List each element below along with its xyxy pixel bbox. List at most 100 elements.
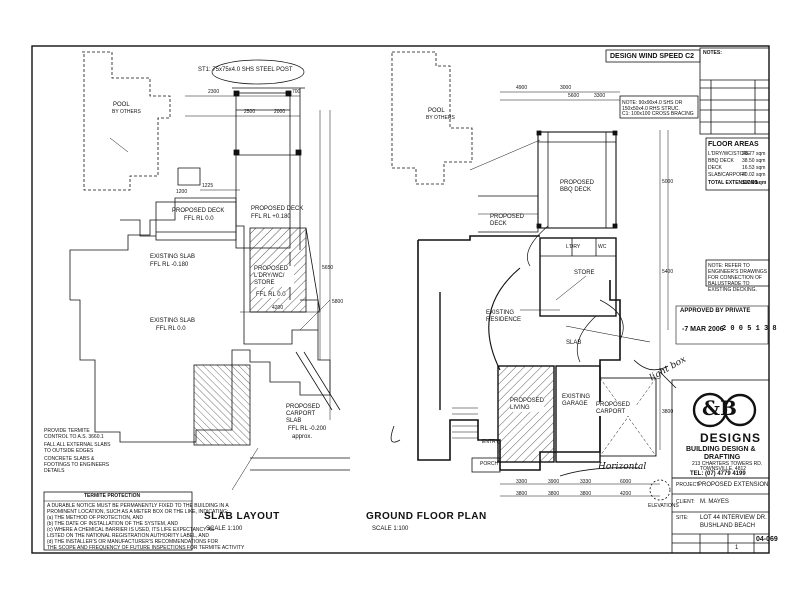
termite-note-1: PROVIDE TERMITE CONTROL TO A.S. 3660.1 xyxy=(44,428,104,440)
floor-area-label: L'DRY/WC/STORE xyxy=(708,151,751,157)
floor-area-label: TOTAL EXTENSIONS xyxy=(708,180,758,186)
dim-label: 2500 xyxy=(244,109,256,115)
dim-label: 3300 xyxy=(594,93,606,99)
termite-line: (b) THE DATE OF INSTALLATION OF THE SYST… xyxy=(47,521,178,527)
project-label: PROJECT: xyxy=(676,482,701,488)
gf-scale: SCALE 1:100 xyxy=(372,526,409,532)
dim-label: 3800 xyxy=(580,491,592,497)
project-value: PROPOSED EXTENSION xyxy=(698,482,769,488)
dim-label: 3300 xyxy=(516,479,528,485)
dim-label: 3000 xyxy=(560,85,572,91)
slab-deck-label: PROPOSED DECK xyxy=(172,208,225,214)
column-note: ST1: 75x75x4.0 SHS STEEL POST xyxy=(198,67,293,73)
designs-addr1: 213 CHARTERS TOWERS RD. xyxy=(692,461,763,467)
right-panel-frames xyxy=(605,47,770,553)
designs-logo xyxy=(692,392,757,428)
floor-area-unit: sqm xyxy=(756,180,767,186)
slab-pool-owner: BY OTHERS xyxy=(112,109,141,115)
slab-deck2-label: PROPOSED DECK xyxy=(251,206,304,212)
dim-label: 4200 xyxy=(272,305,284,311)
notes-note-b: C1: 100x100 CROSS BRACING xyxy=(622,111,694,117)
dim-label: 6000 xyxy=(620,479,632,485)
dim-label: 3800 xyxy=(662,409,674,415)
gf-existing-residence: EXISTING RESIDENCE xyxy=(486,310,522,323)
termite-line: (c) WHERE A CHEMICAL BARRIER IS USED, IT… xyxy=(47,527,215,533)
dim-label: 3800 xyxy=(548,491,560,497)
gf-entry: ENTRY xyxy=(482,439,499,445)
slab-existing-main: EXISTING SLAB xyxy=(150,318,196,324)
termite-line: LISTED ON THE NATIONAL REGISTRATION AUTH… xyxy=(47,533,209,539)
dim-label: 3800 xyxy=(516,491,528,497)
gf-title: GROUND FLOOR PLAN xyxy=(366,511,487,522)
site-value-1: LOT 44 INTERVIEW DR. xyxy=(700,515,767,521)
slab-carport-label: PROPOSED CARPORT SLAB xyxy=(286,404,321,424)
slab-layout-scale: SCALE 1:100 xyxy=(206,526,243,532)
dim-label: 3900 xyxy=(548,479,560,485)
gf-laundry: L'DRY xyxy=(566,244,581,250)
logo-mark: &B xyxy=(702,396,737,420)
designs-addr2: TOWNSVILLE, 4812 xyxy=(700,466,747,472)
handwritten-horizontal: Horizontal xyxy=(598,462,647,472)
slab-existing-left-ffl: FFL RL -0.180 xyxy=(150,262,189,268)
gf-slab: SLAB xyxy=(566,340,582,346)
termite-box-title: TERMITE PROTECTION xyxy=(84,493,141,499)
floor-area-value: 40.02 xyxy=(742,172,755,178)
dim-label: 1200 xyxy=(176,189,188,195)
floor-area-unit: sqm xyxy=(756,165,766,171)
site-value-2: BUSHLAND BEACH xyxy=(700,523,756,529)
slab-existing-left: EXISTING SLAB xyxy=(150,254,196,260)
approved-date: -7 MAR 2006 xyxy=(682,326,724,333)
gf-bbq-deck: PROPOSED BBQ DECK xyxy=(560,180,595,193)
approved-title: APPROVED BY PRIVATE xyxy=(680,308,751,314)
floor-area-value: 38.50 xyxy=(742,158,755,164)
dim-label: 5000 xyxy=(662,179,674,185)
drawing-number: 04-069 xyxy=(756,536,778,543)
slab-store-label: PROPOSED L'DRY/WC/ STORE xyxy=(254,266,294,287)
sheet-number: 1 xyxy=(735,545,739,551)
termite-line: A DURABLE NOTICE MUST BE PERMANENTLY FIX… xyxy=(47,503,229,509)
notes-title: NOTES: xyxy=(703,50,722,56)
note-balustrade: NOTE: REFER TO ENGINEER'S DRAWINGS FOR C… xyxy=(708,263,768,293)
termite-note-2: FALL ALL EXTERNAL SLABS TO OUTSIDE EDGES xyxy=(44,442,111,454)
slab-layout-title: SLAB LAYOUT xyxy=(204,511,280,522)
dim-label: 5600 xyxy=(568,93,580,99)
floor-area-value: 117.00 xyxy=(742,180,758,186)
dim-label: 700 xyxy=(292,89,301,95)
ground-floor-drawing xyxy=(390,51,677,501)
concrete-note: CONCRETE SLABS & FOOTINGS TO ENGINEERS D… xyxy=(44,456,110,474)
slab-pool-label: POOL xyxy=(113,102,130,108)
gf-carport: PROPOSED CARPORT xyxy=(596,402,636,416)
termite-line: PROMINENT LOCATION, SUCH AS A METER BOX … xyxy=(47,509,229,515)
floor-area-unit: sqm xyxy=(756,172,766,178)
slab-existing-main-ffl: FFL RL 0.0 xyxy=(156,326,186,332)
wind-speed-label: DESIGN WIND SPEED C2 xyxy=(610,53,695,60)
slab-deck-ffl: FFL RL 0.0 xyxy=(184,216,214,222)
designs-line1: BUILDING DESIGN & xyxy=(686,446,756,453)
dim-label: 3330 xyxy=(580,479,592,485)
floor-area-value: 25.77 xyxy=(742,151,755,157)
client-label: CLIENT: xyxy=(676,499,695,505)
gf-living: PROPOSED LIVING xyxy=(510,398,545,412)
gf-elevations: ELEVATIONS xyxy=(648,503,679,509)
dim-label: 2000 xyxy=(274,109,286,115)
floor-area-unit: sqm xyxy=(756,151,766,157)
dim-label: 5400 xyxy=(662,269,674,275)
site-label: SITE: xyxy=(676,515,689,521)
designs-tel: TEL: (07) 4779 4199 xyxy=(690,471,746,477)
slab-carport-approx: approx. xyxy=(292,434,313,440)
dim-label: 1225 xyxy=(202,183,214,189)
floor-area-unit: sqm xyxy=(756,158,766,164)
designs-name: DESIGNS xyxy=(700,431,762,445)
slab-deck2-ffl: FFL RL +0.180 xyxy=(251,214,291,220)
dim-label: 4200 xyxy=(620,491,632,497)
floor-area-label: DECK xyxy=(708,165,722,171)
floor-areas-title: FLOOR AREAS xyxy=(708,141,759,148)
termite-line: THE SCOPE AND FREQUENCY OF FUTURE INSPEC… xyxy=(47,545,245,551)
gf-wc: WC xyxy=(598,244,607,250)
termite-line: (a) THE METHOD OF PROTECTION, AND xyxy=(47,515,144,521)
gf-pool-label: POOL xyxy=(428,108,445,114)
dim-label: 4900 xyxy=(516,85,528,91)
designs-line2: DRAFTING xyxy=(704,454,741,461)
